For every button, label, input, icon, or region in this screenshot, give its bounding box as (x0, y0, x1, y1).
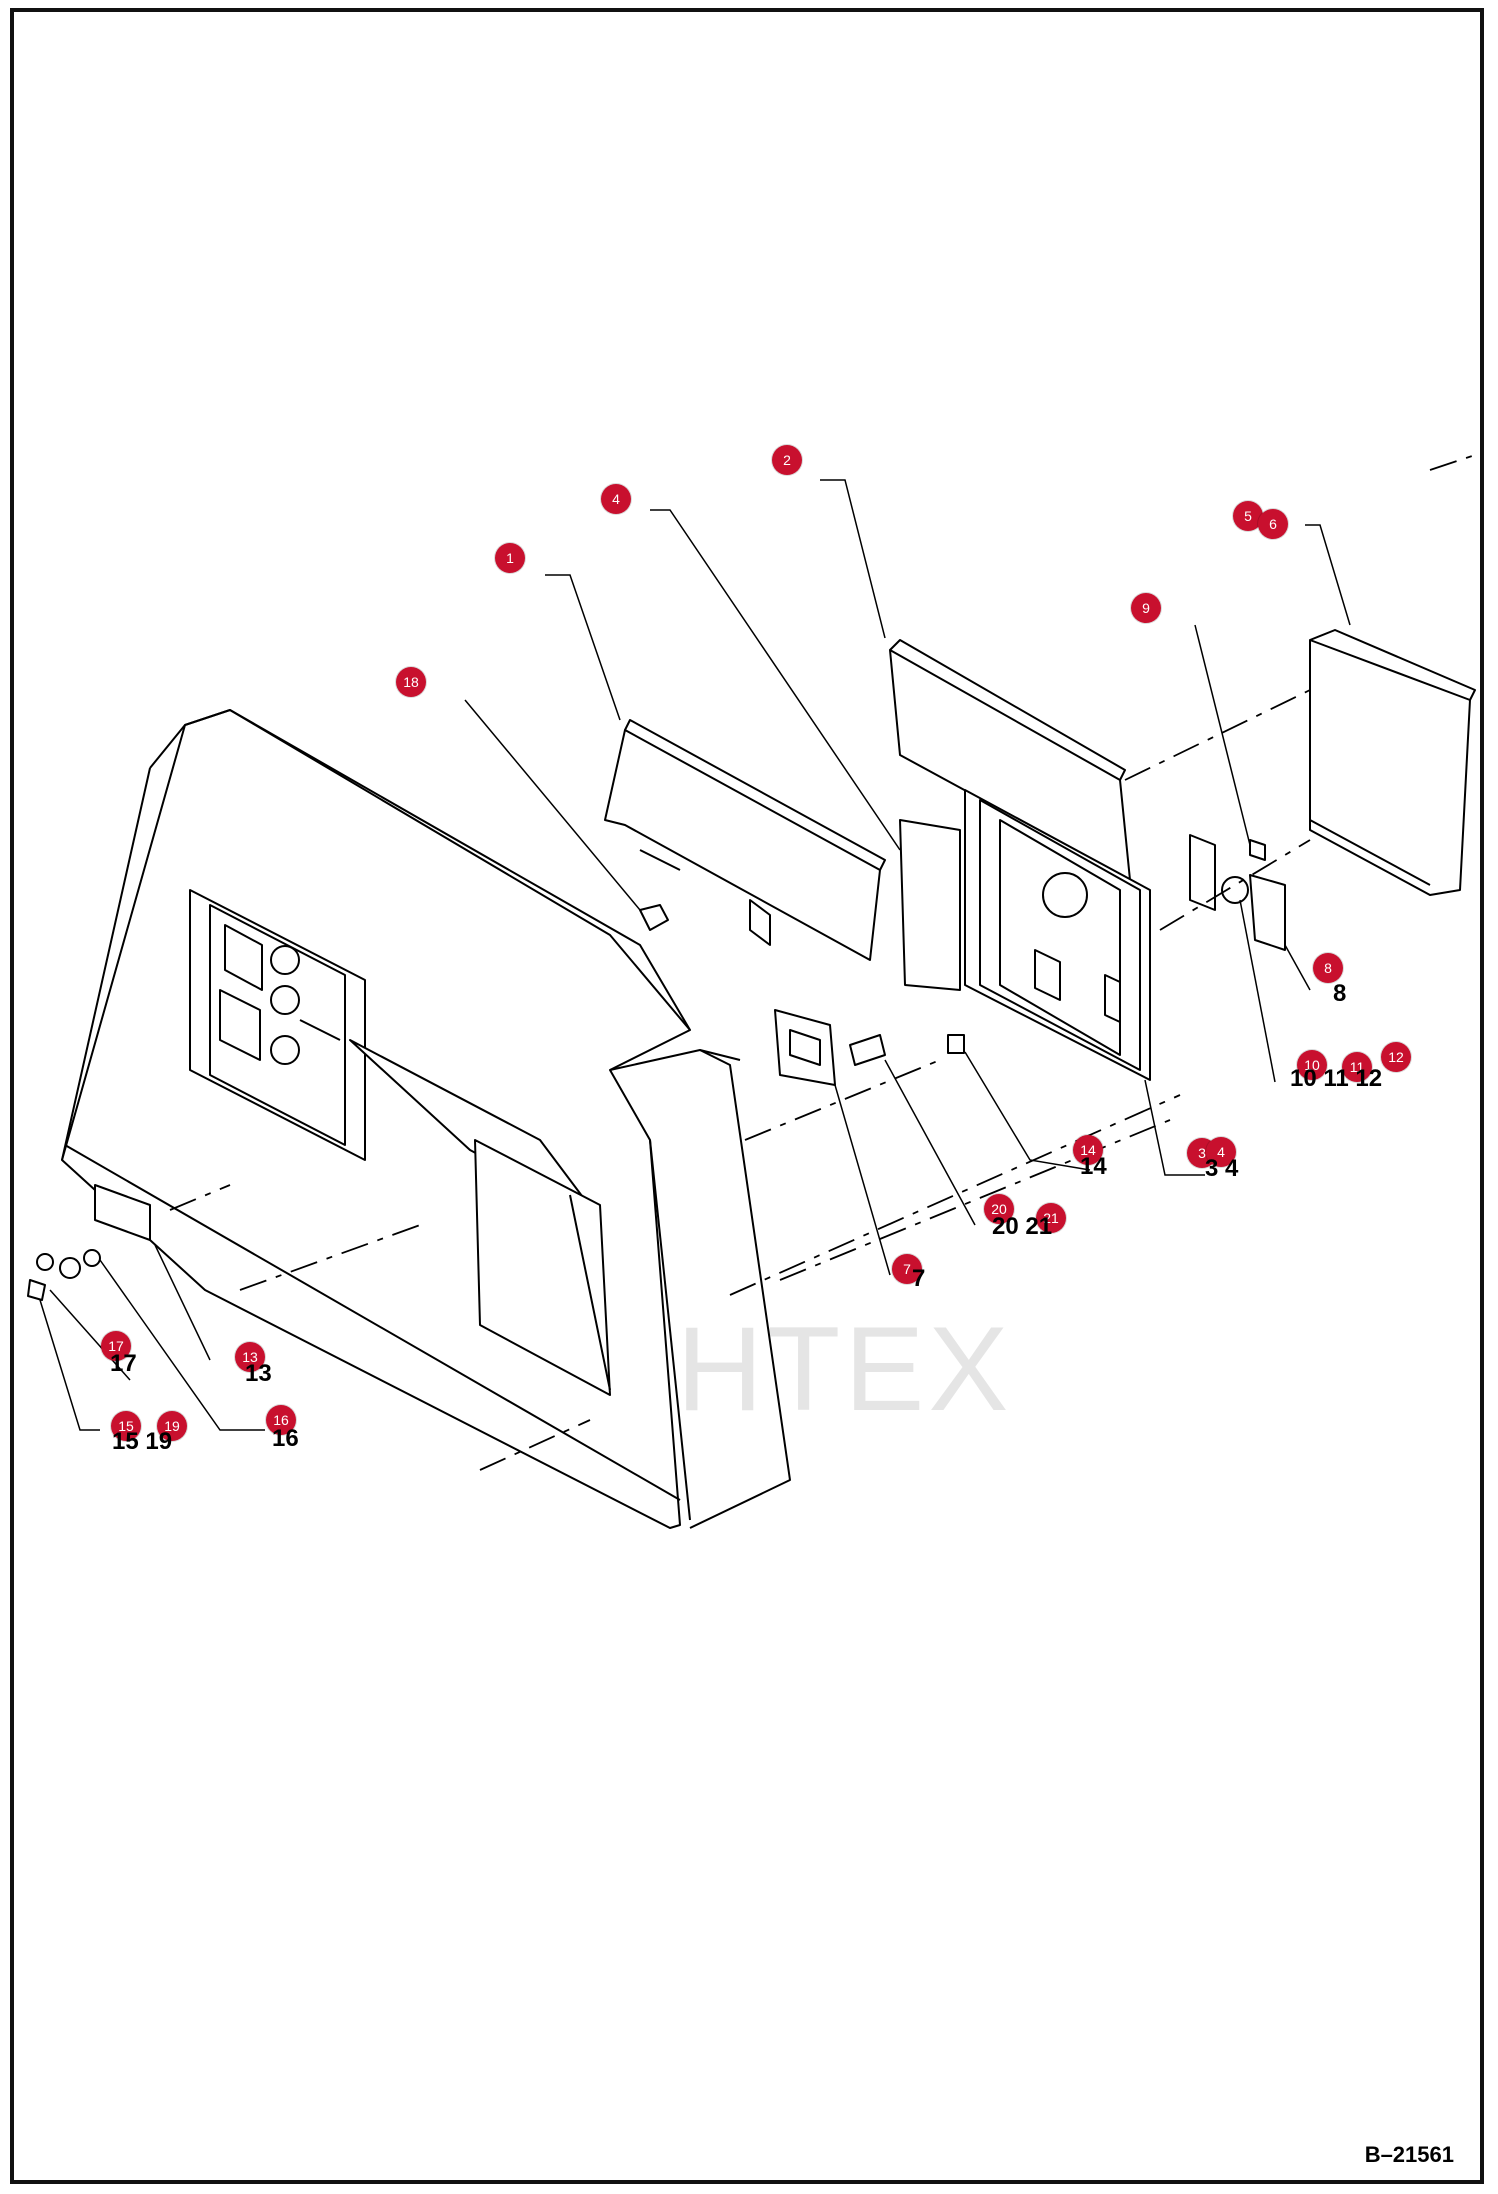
toggle-part-18 (639, 904, 669, 931)
callout-16[interactable]: 16 (266, 1405, 296, 1435)
part-label-8: 8 (1333, 980, 1347, 1007)
callout-1[interactable]: 1 (495, 543, 525, 573)
callout-10[interactable]: 10 (1297, 1050, 1327, 1080)
part-label-7: 7 (912, 1265, 926, 1292)
switch-part-14 (947, 1034, 965, 1054)
part-label-3-4: 3 4 (1205, 1155, 1239, 1182)
mounting-panel-parts-3-4 (899, 789, 1151, 1081)
callout-17[interactable]: 17 (101, 1331, 131, 1361)
callout-19[interactable]: 19 (157, 1411, 187, 1441)
part-label-15-19: 15 19 (112, 1428, 173, 1455)
part-label-20-21: 20 21 (992, 1213, 1053, 1240)
leader-lines (39, 479, 1351, 1431)
part-label-17: 17 (110, 1350, 137, 1377)
callout-18[interactable]: 18 (396, 667, 426, 697)
part-label-16: 16 (272, 1425, 299, 1452)
callout-9[interactable]: 9 (1131, 593, 1161, 623)
part-label-13: 13 (245, 1360, 272, 1387)
upper-cover-part-1 (604, 719, 886, 961)
connector-parts-20-21 (849, 1034, 886, 1066)
callout-4[interactable]: 4 (601, 484, 631, 514)
callout-4-lower[interactable]: 4 (1206, 1137, 1236, 1167)
callout-14[interactable]: 14 (1073, 1135, 1103, 1165)
callout-15[interactable]: 15 (111, 1411, 141, 1441)
callout-7[interactable]: 7 (892, 1254, 922, 1284)
callout-20[interactable]: 20 (984, 1194, 1014, 1224)
callout-13[interactable]: 13 (235, 1342, 265, 1372)
dash-panel-housing (61, 709, 791, 1529)
explosion-guides (169, 454, 1476, 1471)
part-label-14: 14 (1080, 1153, 1107, 1180)
lower-left-small-parts (27, 1184, 151, 1301)
callout-8[interactable]: 8 (1313, 953, 1343, 983)
callout-11[interactable]: 11 (1342, 1052, 1372, 1082)
callout-6[interactable]: 6 (1258, 509, 1288, 539)
drawing-number: B–21561 (1364, 2142, 1454, 2167)
callout-12[interactable]: 12 (1381, 1042, 1411, 1072)
enclosure-parts-5-6 (1309, 629, 1476, 896)
gauge-part-7 (774, 1009, 836, 1086)
callout-21[interactable]: 21 (1036, 1203, 1066, 1233)
callout-2[interactable]: 2 (772, 445, 802, 475)
part-label-10-11-12: 10 11 12 (1290, 1065, 1383, 1092)
switch-parts-8-12 (1189, 834, 1286, 951)
